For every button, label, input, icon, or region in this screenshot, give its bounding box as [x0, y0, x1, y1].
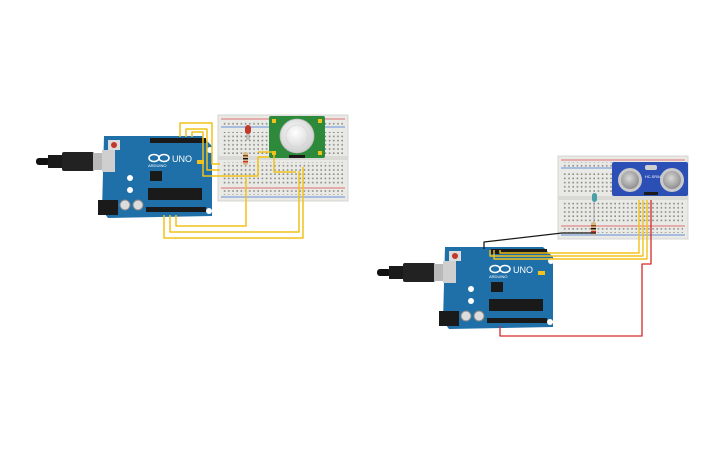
circuit-pir: ARDUINO UNO: [36, 114, 349, 239]
arduino-logo-icon: [148, 153, 170, 163]
circuit-ultrasonic: ARDUINO UNO HC-SR04: [377, 155, 689, 337]
resistor[interactable]: [243, 152, 248, 165]
wire-red[interactable]: [499, 200, 652, 337]
board-logo-text: ARDUINO: [148, 163, 166, 168]
board-model-text: UNO: [172, 154, 192, 164]
ultrasonic-sensor[interactable]: HC-SR04: [612, 162, 688, 196]
wire-group-yellow[interactable]: [489, 200, 648, 260]
arduino-board[interactable]: ARDUINO UNO: [98, 136, 213, 218]
usb-cable[interactable]: [36, 152, 105, 171]
arduino-logo-icon: [489, 264, 511, 274]
resistor[interactable]: [591, 222, 596, 235]
led-red[interactable]: [245, 125, 251, 140]
arduino-board[interactable]: ARDUINO UNO: [439, 247, 554, 329]
board-model-text: UNO: [513, 265, 533, 275]
led-teal[interactable]: [592, 193, 597, 224]
board-logo-text: ARDUINO: [489, 274, 507, 279]
usb-cable[interactable]: [377, 263, 446, 282]
pir-sensor[interactable]: [269, 116, 325, 158]
sensor-label: HC-SR04: [645, 175, 661, 179]
wire-black[interactable]: [483, 232, 596, 249]
wire-group-yellow[interactable]: [163, 122, 304, 239]
